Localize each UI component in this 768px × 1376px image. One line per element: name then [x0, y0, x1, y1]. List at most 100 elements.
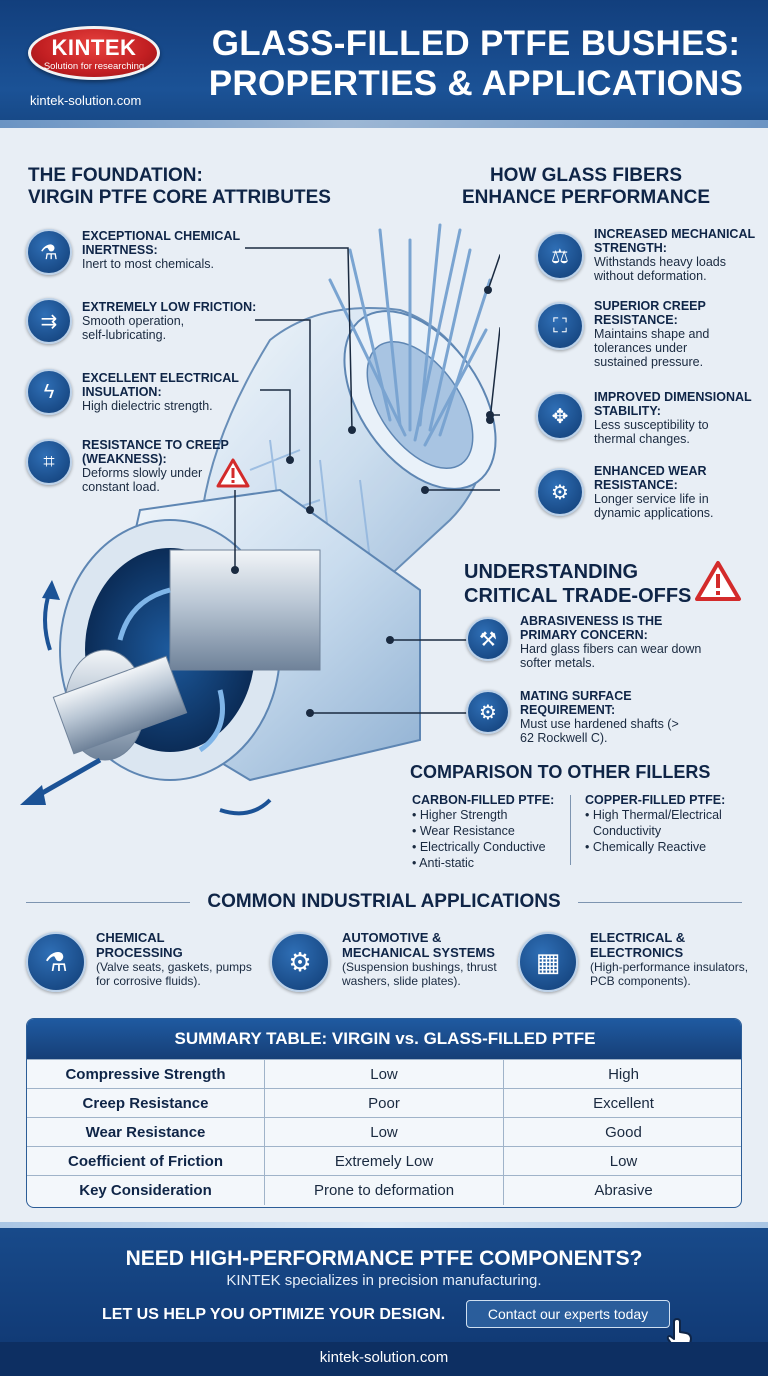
- header-divider: [0, 120, 768, 128]
- table-cell: Key Consideration: [27, 1176, 265, 1205]
- application-desc: (Suspension bushings, thrust: [342, 960, 497, 974]
- table-cell: Prone to deformation: [265, 1176, 504, 1205]
- application-desc: washers, slide plates).: [342, 974, 461, 988]
- chip-icon: ▦: [518, 932, 578, 992]
- application-title: PROCESSING: [96, 945, 183, 960]
- table-cell: Abrasive: [594, 1182, 653, 1199]
- copper-filled-title: COPPER-FILLED PTFE:: [585, 793, 726, 807]
- glass-item-desc: Less susceptibility to thermal changes.: [594, 418, 709, 446]
- tradeoffs-title-line1: UNDERSTANDING: [464, 561, 639, 583]
- tradeoff-item-desc: Hard glass fibers can wear down softer m…: [520, 642, 702, 670]
- footer-divider: [0, 1222, 768, 1228]
- weight-icon: ⚖: [536, 232, 584, 280]
- glass-item-title: ENHANCED WEAR RESISTANCE:: [594, 464, 707, 492]
- arrows-right-icon: ⇉: [26, 298, 72, 344]
- foundation-item-title: EXTREMELY LOW FRICTION:: [82, 300, 257, 314]
- foundation-title: THE FOUNDATION: VIRGIN PTFE CORE ATTRIBU…: [28, 165, 331, 209]
- warning-icon: [216, 458, 250, 488]
- abrasion-icon: ⚒: [466, 617, 510, 661]
- comparison-list-item: • Anti-static: [412, 856, 475, 870]
- tradeoff-item-1: ABRASIVENESS IS THE PRIMARY CONCERN: Har…: [520, 614, 720, 670]
- tradeoff-item-2: MATING SURFACE REQUIREMENT: Must use har…: [520, 689, 710, 745]
- foundation-item-desc: High dielectric strength.: [82, 399, 213, 413]
- logo-name: KINTEK: [51, 35, 137, 60]
- glass-item-desc: Withstands heavy loads without deformati…: [594, 255, 727, 283]
- table-row: Coefficient of Friction Extremely Low Lo…: [27, 1146, 741, 1176]
- application-desc: for corrosive fluids).: [96, 974, 201, 988]
- hand-pointer-icon: [666, 1318, 692, 1350]
- tradeoffs-title-line2: CRITICAL TRADE-OFFS: [464, 585, 692, 607]
- summary-table-title: SUMMARY TABLE: VIRGIN vs. GLASS-FILLED P…: [27, 1019, 741, 1059]
- foundation-item-desc: Deforms slowly under constant load.: [82, 466, 203, 494]
- spring-icon: ⚙: [270, 932, 330, 992]
- header-website[interactable]: kintek-solution.com: [30, 93, 142, 108]
- callout-lines: [234, 247, 500, 714]
- glass-item-3: IMPROVED DIMENSIONAL STABILITY: Less sus…: [594, 390, 756, 446]
- footer-cta-text: LET US HELP YOU OPTIMIZE YOUR DESIGN.: [102, 1306, 446, 1323]
- table-cell: Low: [265, 1118, 504, 1147]
- glass-item-title: IMPROVED DIMENSIONAL STABILITY:: [594, 390, 752, 418]
- tradeoffs-title: UNDERSTANDING CRITICAL TRADE-OFFS: [464, 560, 691, 608]
- page-title-line1: GLASS-FILLED PTFE BUSHES:: [211, 24, 741, 63]
- table-cell: Low: [609, 1153, 638, 1170]
- shaft-icon: ⚙: [466, 690, 510, 734]
- application-title: AUTOMOTIVE &: [342, 930, 442, 945]
- page-title-line2: PROPERTIES & APPLICATIONS: [208, 64, 744, 103]
- comparison-list-item: • High Thermal/Electrical: [585, 808, 722, 822]
- comparison-list-item: • Higher Strength: [412, 808, 508, 822]
- tradeoff-item-title: ABRASIVENESS IS THE PRIMARY CONCERN:: [520, 614, 663, 642]
- comparison-list-item: • Chemically Reactive: [585, 840, 707, 854]
- glass-item-2: SUPERIOR CREEP RESISTANCE: Maintains sha…: [594, 299, 744, 369]
- application-electrical: ELECTRICAL & ELECTRONICS (High-performan…: [590, 930, 762, 988]
- foundation-item-title: EXCELLENT ELECTRICAL INSULATION:: [82, 371, 239, 399]
- foundation-item-title: EXCEPTIONAL CHEMICAL INERTNESS:: [82, 229, 240, 257]
- footer-subline: KINTEK specializes in precision manufact…: [226, 1272, 542, 1289]
- footer-bottom-bar: [0, 1342, 768, 1376]
- metal-shaft-assembly: [20, 488, 421, 816]
- kintek-logo[interactable]: KINTEK Solution for researching: [28, 26, 160, 80]
- table-cell: High: [608, 1066, 639, 1083]
- table-cell: Low: [265, 1060, 504, 1089]
- carbon-filled-title: CARBON-FILLED PTFE:: [412, 793, 555, 807]
- foundation-item-1: EXCEPTIONAL CHEMICAL INERTNESS: Inert to…: [82, 229, 257, 271]
- application-title: ELECTRICAL &: [590, 930, 686, 945]
- logo-tagline: Solution for researching: [43, 61, 145, 72]
- foundation-item-desc: Inert to most chemicals.: [82, 257, 214, 271]
- application-desc: (Valve seats, gaskets, pumps: [96, 960, 252, 974]
- table-cell: Good: [605, 1124, 642, 1141]
- application-title: MECHANICAL SYSTEMS: [342, 945, 495, 960]
- tradeoff-item-desc: Must use hardened shafts (> 62 Rockwell …: [520, 717, 679, 745]
- table-cell: Compressive Strength: [27, 1060, 265, 1089]
- foundation-item-title: RESISTANCE TO CREEP (WEAKNESS):: [82, 438, 229, 466]
- footer-website[interactable]: kintek-solution.com: [319, 1349, 449, 1366]
- glass-title: HOW GLASS FIBERS ENHANCE PERFORMANCE: [430, 165, 742, 209]
- contact-experts-button[interactable]: Contact our experts today: [466, 1300, 670, 1328]
- application-title: CHEMICAL: [96, 930, 165, 945]
- foundation-item-4: RESISTANCE TO CREEP (WEAKNESS): Deforms …: [82, 438, 232, 494]
- table-row: Key Consideration Prone to deformation A…: [27, 1175, 741, 1205]
- glass-item-desc: Longer service life in dynamic applicati…: [594, 492, 714, 520]
- application-desc: (High-performance insulators,: [590, 960, 749, 974]
- glass-item-title: INCREASED MECHANICAL STRENGTH:: [594, 227, 755, 255]
- table-row: Creep Resistance Poor Excellent: [27, 1088, 741, 1118]
- table-cell: Extremely Low: [265, 1147, 504, 1176]
- carbon-filled-column: CARBON-FILLED PTFE: • Higher Strength • …: [412, 793, 562, 871]
- foundation-title-line2: VIRGIN PTFE CORE ATTRIBUTES: [28, 187, 331, 208]
- bushing-illustration: [20, 223, 500, 816]
- glass-fibers: [328, 223, 492, 447]
- lightning-icon: ϟ: [26, 369, 72, 415]
- table-row: Compressive Strength Low High: [27, 1059, 741, 1089]
- application-chemical: CHEMICAL PROCESSING (Valve seats, gasket…: [96, 930, 266, 988]
- flask-icon: ⚗: [26, 229, 72, 275]
- copper-filled-column: COPPER-FILLED PTFE: • High Thermal/Elect…: [585, 793, 745, 855]
- applications-divider-left: [26, 902, 190, 903]
- comparison-divider: [570, 795, 571, 865]
- application-automotive: AUTOMOTIVE & MECHANICAL SYSTEMS (Suspens…: [342, 930, 522, 988]
- applications-divider-right: [578, 902, 742, 903]
- frame-icon: ⛶: [536, 302, 584, 350]
- deform-icon: ⌗: [26, 439, 72, 485]
- table-cell: Wear Resistance: [27, 1118, 265, 1147]
- glass-item-title: SUPERIOR CREEP RESISTANCE:: [594, 299, 706, 327]
- glass-item-1: INCREASED MECHANICAL STRENGTH: Withstand…: [594, 227, 756, 283]
- glass-title-line2: ENHANCE PERFORMANCE: [461, 187, 711, 208]
